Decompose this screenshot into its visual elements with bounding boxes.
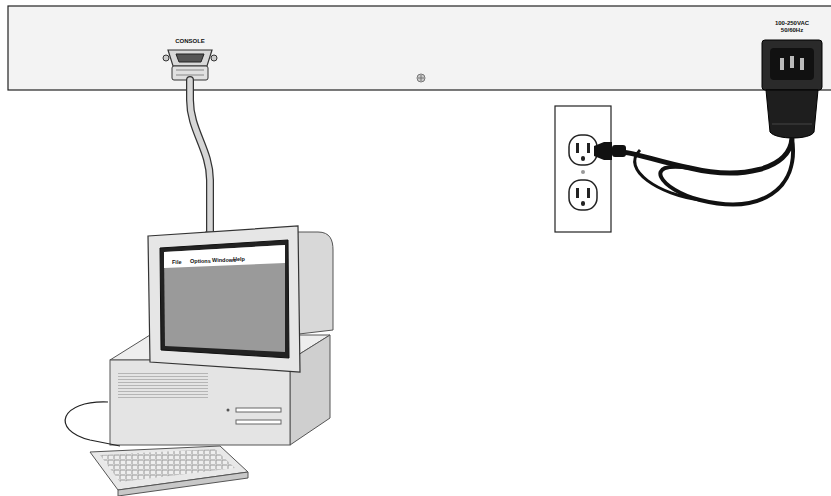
console-port: [163, 50, 217, 80]
keyboard: [90, 446, 248, 496]
menu-bar: [164, 245, 285, 268]
menu-item: Options: [190, 258, 211, 264]
menu-item: Help: [233, 256, 245, 262]
screen: [160, 240, 289, 358]
keyboard-cable: [65, 402, 120, 446]
menu-item: File: [172, 259, 181, 265]
power-rating: 100-250VAC 50/60Hz: [769, 20, 815, 33]
switch-panel: [8, 6, 831, 90]
wall-plug: [594, 142, 612, 160]
menu-item: Windows: [212, 257, 236, 263]
screw: [417, 74, 425, 82]
power-inlet: [762, 40, 822, 138]
wall-outlet: [555, 106, 626, 232]
console-cable: [190, 80, 210, 232]
port-label: CONSOLE: [175, 38, 205, 45]
power-cord: [660, 138, 793, 204]
power-plug: [766, 90, 818, 138]
computer: [110, 226, 333, 445]
